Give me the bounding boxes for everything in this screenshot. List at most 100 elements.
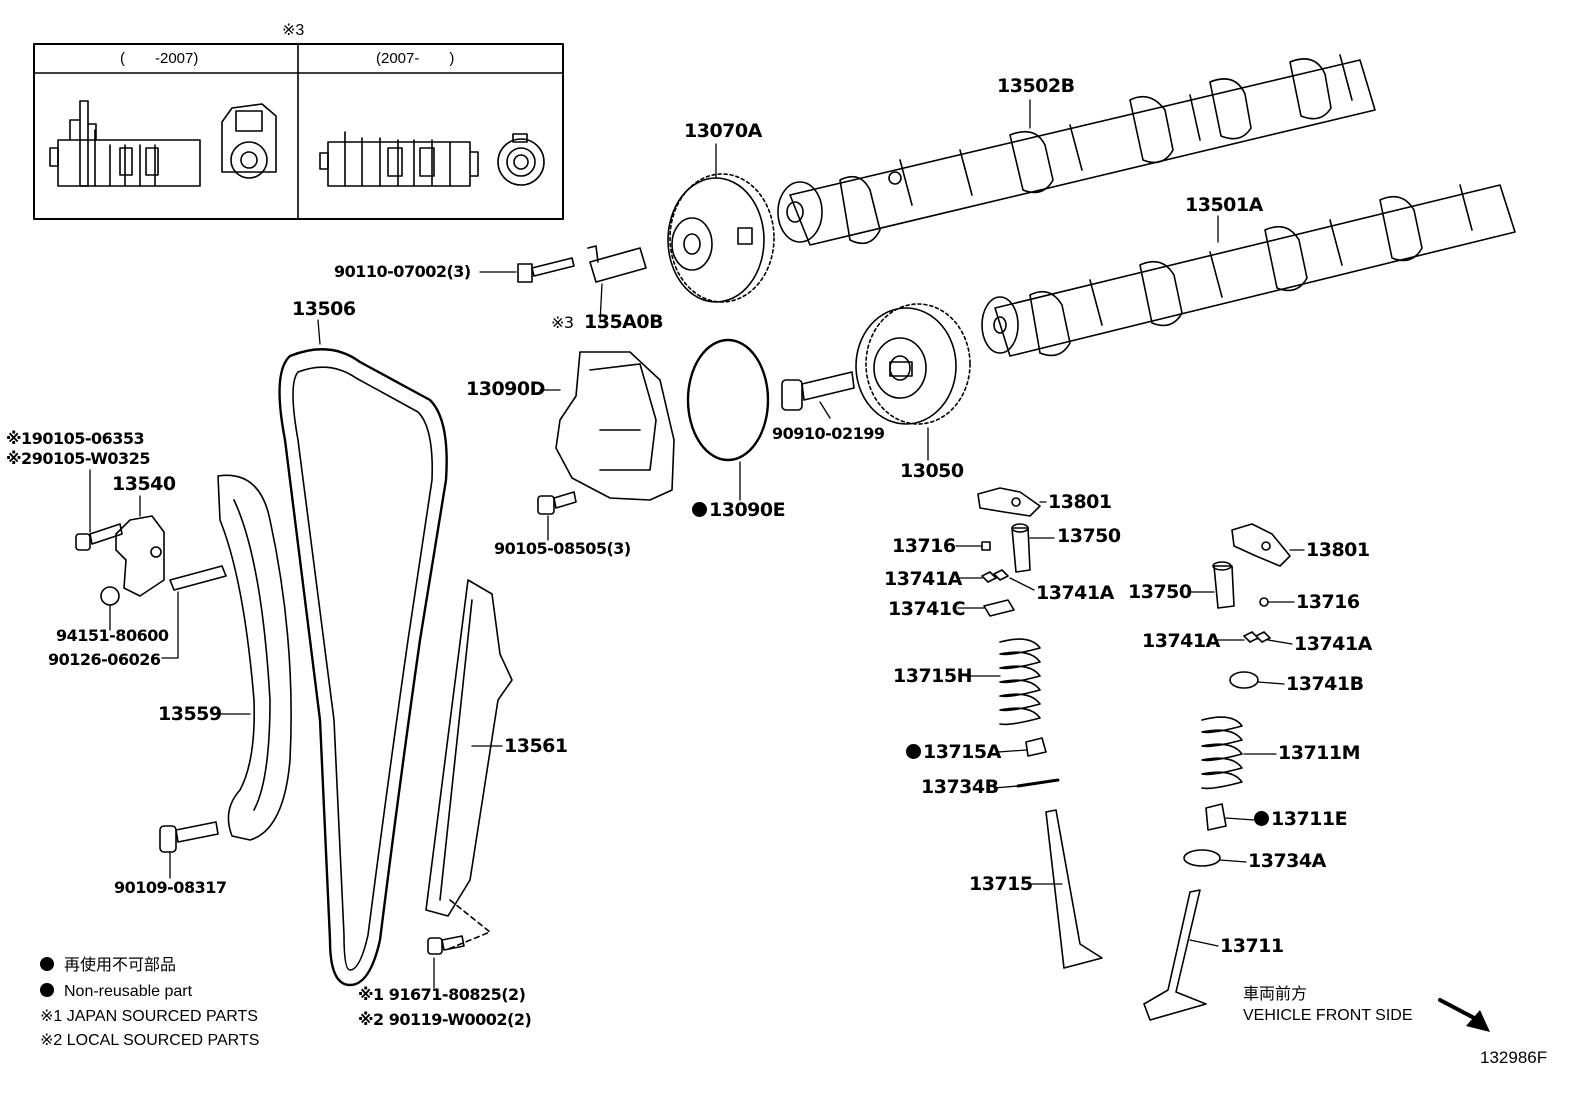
tensioner-13540 xyxy=(115,515,165,597)
legend-nonreusable-jp: 再使用不可部品 xyxy=(40,957,176,974)
ocv-new-icon xyxy=(319,131,479,187)
shim-13734B xyxy=(1016,778,1060,788)
label-13501A: 13501A xyxy=(1185,194,1263,216)
label-13715A: 13715A xyxy=(906,743,1001,762)
lifter-13750-left xyxy=(1011,523,1031,573)
cover-13090D xyxy=(555,351,675,501)
legend-nonreusable: Non-reusable part xyxy=(40,983,192,1000)
valve-13711 xyxy=(1143,889,1207,1021)
leader-lines xyxy=(89,99,1305,989)
label-13741A-right-1: 13741A xyxy=(1142,630,1220,652)
label-94151: 94151-80600 xyxy=(56,626,169,645)
label-13561: 13561 xyxy=(504,735,568,757)
label-90105-W0325: ※290105-W0325 xyxy=(6,449,150,468)
nonreusable-dot-icon xyxy=(692,502,707,517)
camshaft-13501A xyxy=(981,184,1516,357)
label-13741C: 13741C xyxy=(888,598,966,620)
label-13716-left: 13716 xyxy=(892,535,956,557)
keepers-13741A-left xyxy=(981,569,1009,583)
legend-note-1: ※1 JAPAN SOURCED PARTS xyxy=(40,1008,258,1025)
label-135A0B: 135A0B xyxy=(584,311,664,333)
label-135A0B-note: ※3 xyxy=(551,313,574,332)
label-13050: 13050 xyxy=(900,460,964,482)
label-90119: ※2 90119-W0002(2) xyxy=(358,1010,532,1029)
bolt-90910 xyxy=(781,371,855,411)
label-13090E: 13090E xyxy=(692,499,786,521)
direction-jp: 車両前方 xyxy=(1243,986,1308,1003)
label-13711: 13711 xyxy=(1220,935,1284,957)
spring-13711M xyxy=(1201,716,1243,790)
keepers-13741A-right xyxy=(1243,631,1271,643)
bolt-91671 xyxy=(427,935,465,955)
label-13741A-left-1: 13741A xyxy=(884,568,962,590)
valve-13715 xyxy=(1045,809,1103,969)
nonreusable-dot-icon xyxy=(1254,811,1269,826)
nonreusable-dot-icon xyxy=(906,744,921,759)
seal-13711E xyxy=(1205,803,1227,831)
rocker-13801-right xyxy=(1231,523,1291,567)
label-13741B: 13741B xyxy=(1286,673,1364,695)
seat-13741B xyxy=(1229,671,1259,689)
label-13734A: 13734A xyxy=(1248,850,1326,872)
bolt-90105-08505 xyxy=(537,491,577,515)
label-13090D: 13090D xyxy=(466,378,545,400)
label-13750-left: 13750 xyxy=(1057,525,1121,547)
inset-box xyxy=(33,43,564,220)
retainer-13741C xyxy=(983,599,1015,617)
lifter-13750-right xyxy=(1212,561,1235,609)
front-direction-arrow xyxy=(1438,998,1490,1032)
label-91671: ※1 91671-80825(2) xyxy=(358,985,526,1004)
legend-nonreusable-text: Non-reusable part xyxy=(64,983,193,1000)
label-90105-08505: 90105-08505(3) xyxy=(494,539,631,558)
bolt-90110 xyxy=(517,257,575,283)
chain-13506 xyxy=(278,348,448,987)
inset-left-header: ( -2007) xyxy=(120,50,199,67)
nonreusable-dot-icon xyxy=(40,983,54,997)
label-90110: 90110-07002(3) xyxy=(334,262,471,281)
label-13506: 13506 xyxy=(292,298,356,320)
nonreusable-dot-icon xyxy=(40,957,54,971)
seal-13715A xyxy=(1025,737,1047,757)
bolt-90105-06353 xyxy=(75,523,123,551)
label-13711E-text: 13711E xyxy=(1271,808,1348,830)
label-90109: 90109-08317 xyxy=(114,878,227,897)
label-90105-06353: ※190105-06353 xyxy=(6,429,145,448)
bolt-90109 xyxy=(159,821,219,853)
label-13070A: 13070A xyxy=(684,120,762,142)
label-13540: 13540 xyxy=(112,473,176,495)
label-13734B: 13734B xyxy=(921,776,999,798)
label-13715: 13715 xyxy=(969,873,1033,895)
label-13801-left: 13801 xyxy=(1048,491,1112,513)
inset-note: ※3 xyxy=(282,22,305,39)
camshaft-13502B xyxy=(777,54,1376,246)
label-13715A-text: 13715A xyxy=(923,741,1001,763)
legend-nonreusable-jp-text: 再使用不可部品 xyxy=(64,957,177,974)
label-13741A-left-2: 13741A xyxy=(1036,582,1114,604)
spring-13715H xyxy=(999,638,1041,726)
label-13090E-text: 13090E xyxy=(709,499,786,521)
direction-en: VEHICLE FRONT SIDE xyxy=(1243,1007,1413,1024)
inset-right-header: (2007- ) xyxy=(376,50,455,67)
ocv-old-end-icon xyxy=(221,103,277,179)
washer-13734A xyxy=(1183,849,1221,867)
label-13741A-right-2: 13741A xyxy=(1294,633,1372,655)
sprocket-13050 xyxy=(855,303,971,425)
label-90126: 90126-06026 xyxy=(48,650,161,669)
label-13502B: 13502B xyxy=(997,75,1075,97)
rocker-13801-left xyxy=(977,487,1041,517)
label-13750-right: 13750 xyxy=(1128,581,1192,603)
figure-id: 132986F xyxy=(1480,1048,1548,1067)
ocv-new-end-icon xyxy=(497,133,545,186)
legend-note-2: ※2 LOCAL SOURCED PARTS xyxy=(40,1032,260,1049)
stud-90126 xyxy=(169,565,227,591)
sprocket-13070A xyxy=(667,173,775,303)
guide-13561 xyxy=(425,579,513,951)
cap-13716-left xyxy=(981,541,991,551)
label-90910: 90910-02199 xyxy=(772,424,885,443)
label-13801-right: 13801 xyxy=(1306,539,1370,561)
gasket-13090E xyxy=(686,338,770,462)
valve-135A0B xyxy=(587,245,647,283)
label-13716-right: 13716 xyxy=(1296,591,1360,613)
slipper-13559 xyxy=(217,474,292,841)
